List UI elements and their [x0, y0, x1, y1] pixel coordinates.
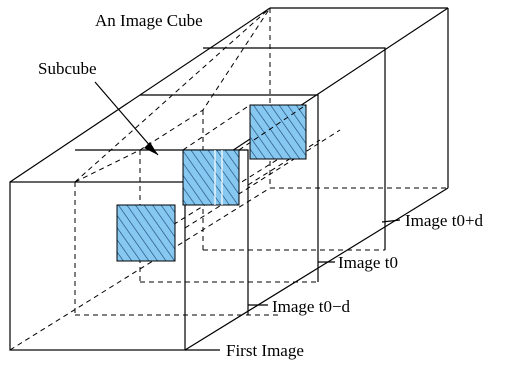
- subcube-slice-2: [182, 149, 240, 206]
- cube-label: An Image Cube: [95, 11, 203, 30]
- subcube-slice-3: [249, 104, 307, 160]
- image-t0-minus-d-label: Image t0−d: [272, 297, 351, 316]
- image-t0-frame: [140, 94, 319, 282]
- subcube-slice-1: [116, 204, 176, 262]
- subcube-label: Subcube: [38, 59, 97, 78]
- label-leaders: [185, 219, 401, 351]
- image-t0-label: Image t0: [338, 253, 398, 272]
- image-t0-minus-d-frame: [75, 149, 249, 315]
- image-t0-plus-d-frame: [203, 47, 386, 250]
- first-image-label: First Image: [226, 341, 304, 360]
- image-t0-plus-d-label: Image t0+d: [405, 211, 484, 230]
- subcube-slices: [116, 104, 307, 262]
- subcube-arrow: [94, 81, 159, 156]
- image-frames: [75, 47, 386, 315]
- first-image-frame: [9, 181, 186, 351]
